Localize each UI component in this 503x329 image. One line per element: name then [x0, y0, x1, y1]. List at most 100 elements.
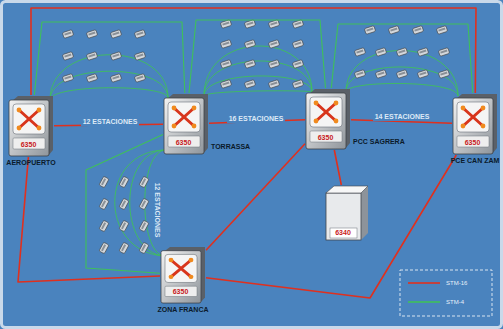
station-body: [220, 60, 231, 69]
switch-arrow: [316, 103, 336, 121]
switch-arrowhead: [17, 108, 22, 113]
station-face: [419, 71, 426, 75]
switch-outline: [160, 246, 206, 304]
station-icon: [134, 52, 145, 61]
station-body: [417, 48, 428, 57]
station-face: [440, 71, 447, 75]
station-body: [119, 198, 129, 210]
model-number: 6350: [305, 134, 346, 142]
station-ring: [346, 67, 458, 96]
station-ring: [204, 46, 312, 96]
station-icon: [292, 40, 303, 49]
station-body: [244, 20, 255, 29]
station-face: [121, 222, 126, 229]
station-icon: [364, 26, 375, 35]
switch-body: [9, 100, 49, 156]
station-icon: [292, 60, 303, 69]
switch-arrow: [174, 108, 194, 126]
station-face: [356, 49, 363, 53]
switch-panel: [13, 104, 45, 134]
station-icon: [396, 70, 407, 79]
station-body: [292, 40, 303, 49]
station-body: [292, 60, 303, 69]
switch-arrowhead: [192, 124, 197, 129]
legend-text: STM-4: [446, 299, 464, 306]
station-icon: [412, 26, 423, 35]
station-count: 16 ESTACIONES: [227, 115, 286, 123]
switch-arrowhead: [314, 119, 319, 124]
station-face: [270, 41, 277, 45]
stm4-link: [34, 22, 185, 95]
station-body: [364, 26, 375, 35]
station-face: [64, 75, 71, 79]
link-line: [86, 135, 163, 274]
station-ring: [130, 150, 166, 256]
station-body: [268, 40, 279, 49]
model-number: 6350: [160, 288, 201, 296]
station-body: [375, 70, 386, 79]
switch-arrowhead: [37, 126, 42, 131]
station-face: [222, 41, 229, 45]
server-top: [326, 186, 368, 193]
station-face: [141, 200, 146, 207]
site-name: PCE CAN ZAM: [451, 157, 500, 165]
station-body: [139, 198, 149, 210]
site-name: PCC SAGRERA: [353, 138, 405, 146]
link-line: [34, 22, 185, 95]
station-body: [354, 70, 365, 79]
station-body: [110, 52, 121, 61]
stm16-link: [206, 144, 305, 251]
switch-arrowhead: [169, 275, 174, 279]
station-icon: [292, 20, 303, 29]
switch-arrowhead: [192, 106, 197, 111]
station-icon: [396, 48, 407, 57]
station-body: [139, 242, 149, 254]
switch-panel: [168, 102, 200, 132]
site-name: ZONA FRANCA: [157, 306, 208, 314]
station-body: [244, 60, 255, 69]
station-face: [246, 21, 253, 25]
switch-node: 6350AEROPUERTO: [8, 95, 54, 157]
station-face: [419, 49, 426, 53]
station-face: [222, 21, 229, 25]
station-icon: [139, 198, 149, 210]
station-face: [222, 81, 229, 85]
switch-arrowhead: [37, 108, 42, 113]
switch-arrowhead: [189, 258, 194, 262]
switch-arrowhead: [461, 124, 466, 129]
switch-panel: [165, 254, 197, 282]
station-body: [134, 52, 145, 61]
station-icon: [417, 70, 428, 79]
station-body: [220, 20, 231, 29]
stm4-link: [331, 24, 473, 93]
station-body: [134, 30, 145, 39]
station-icon: [417, 48, 428, 57]
switch-node: 6350PCC SAGRERA: [305, 88, 351, 150]
stm4-link: [189, 20, 326, 93]
station-face: [246, 41, 253, 45]
model-number: 6350: [452, 139, 493, 147]
station-body: [396, 48, 407, 57]
station-ring: [50, 55, 168, 100]
station-body: [62, 74, 73, 83]
switch-arrow: [174, 108, 194, 126]
switch-node: 6350ZONA FRANCA: [160, 246, 206, 304]
station-body: [436, 26, 447, 35]
station-face: [366, 27, 373, 31]
station-face: [88, 31, 95, 35]
site-name: TORRASSA: [211, 143, 250, 151]
station-icon: [99, 242, 109, 254]
legend-box: [400, 270, 492, 316]
legend-line-green: [408, 301, 440, 303]
station-face: [294, 61, 301, 65]
model-number: 6350: [163, 139, 204, 147]
station-face: [398, 49, 405, 53]
station-icon: [244, 20, 255, 29]
station-body: [99, 242, 109, 254]
switch-arrow: [171, 260, 191, 277]
station-face: [141, 178, 146, 185]
link-line: [18, 157, 160, 282]
switch-panel: [457, 102, 489, 132]
station-body: [110, 30, 121, 39]
